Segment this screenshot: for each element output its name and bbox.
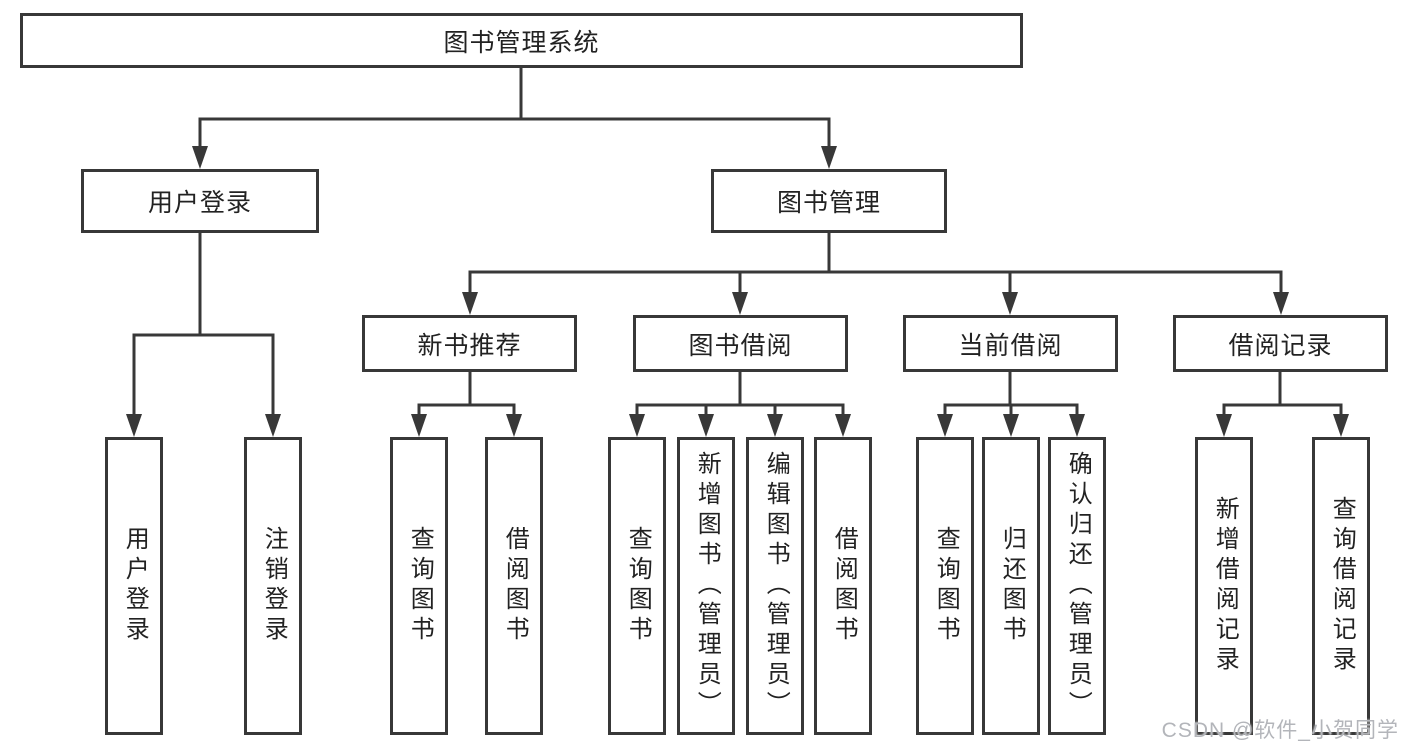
leaf-records-add-borrow-record: 新增借阅记录 bbox=[1195, 437, 1253, 735]
leaf-borrowing-add-books-admin: 新增图书（管理员） bbox=[677, 437, 735, 735]
leaf-borrowing-edit-books-admin: 编辑图书（管理员） bbox=[746, 437, 804, 735]
leaf-label: 查询借阅记录 bbox=[1328, 496, 1356, 676]
leaf-current-query-books: 查询图书 bbox=[916, 437, 974, 735]
leaf-label: 新增图书（管理员） bbox=[693, 451, 721, 721]
leaf-recommend-borrow-books: 借阅图书 bbox=[485, 437, 543, 735]
node-book-borrowing: 图书借阅 bbox=[633, 315, 848, 372]
leaf-label: 借阅图书 bbox=[830, 526, 858, 646]
leaf-label: 查询图书 bbox=[624, 526, 652, 646]
leaf-label: 借阅图书 bbox=[501, 526, 529, 646]
node-user-login-branch: 用户登录 bbox=[81, 169, 319, 233]
leaf-label: 注销登录 bbox=[260, 526, 288, 646]
leaf-logout-login: 注销登录 bbox=[244, 437, 302, 735]
leaf-current-return-books: 归还图书 bbox=[982, 437, 1040, 735]
node-new-book-recommend: 新书推荐 bbox=[362, 315, 577, 372]
leaf-records-query-borrow-record: 查询借阅记录 bbox=[1312, 437, 1370, 735]
leaf-label: 查询图书 bbox=[932, 526, 960, 646]
leaf-recommend-query-books: 查询图书 bbox=[390, 437, 448, 735]
leaf-label: 新增借阅记录 bbox=[1211, 496, 1239, 676]
leaf-label: 归还图书 bbox=[998, 526, 1026, 646]
leaf-label: 确认归还（管理员） bbox=[1064, 451, 1092, 721]
leaf-borrowing-borrow-books: 借阅图书 bbox=[814, 437, 872, 735]
leaf-user-login: 用户登录 bbox=[105, 437, 163, 735]
node-current-borrowing: 当前借阅 bbox=[903, 315, 1118, 372]
leaf-label: 查询图书 bbox=[406, 526, 434, 646]
csdn-watermark: CSDN @软件_小贺同学 bbox=[1161, 719, 1399, 742]
node-book-management-branch: 图书管理 bbox=[711, 169, 947, 233]
leaf-current-confirm-return-admin: 确认归还（管理员） bbox=[1048, 437, 1106, 735]
node-borrowing-records: 借阅记录 bbox=[1173, 315, 1388, 372]
leaf-label: 用户登录 bbox=[121, 526, 149, 646]
leaf-borrowing-query-books: 查询图书 bbox=[608, 437, 666, 735]
node-book-management-system: 图书管理系统 bbox=[20, 13, 1023, 68]
leaf-label: 编辑图书（管理员） bbox=[762, 451, 790, 721]
